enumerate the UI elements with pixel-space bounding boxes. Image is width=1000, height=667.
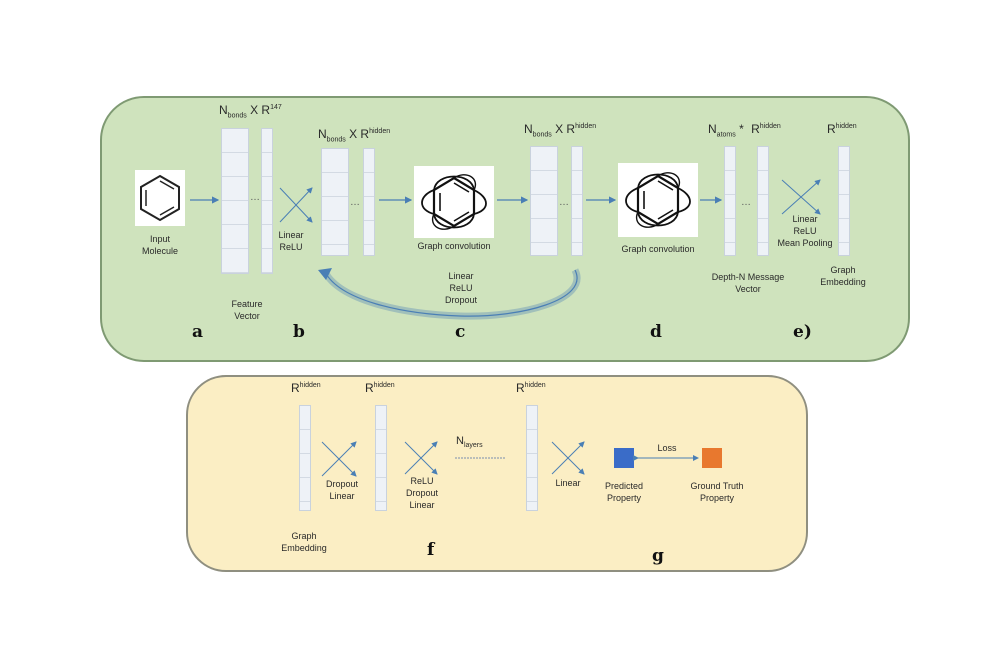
dropout-linear-label: Dropout Linear <box>325 479 359 501</box>
hidden-dim-label-2: Nbonds X Rhidden <box>524 122 597 139</box>
ground-truth-property-label: Ground Truth Property <box>690 481 744 503</box>
bottom-hidden-bar-2 <box>526 405 538 511</box>
skip-connection-arrow <box>321 268 581 320</box>
ground-truth-property-square <box>702 448 722 468</box>
predicted-property-label: Predicted Property <box>604 481 644 503</box>
loss-label: Loss <box>657 443 677 453</box>
bottom-panel <box>186 375 808 572</box>
input-molecule-image <box>135 170 185 226</box>
label-g: g <box>652 546 664 566</box>
cross-arrow-bottom-2 <box>404 441 438 475</box>
label-f: f <box>427 540 435 560</box>
ellipsis: … <box>250 192 260 203</box>
ellipsis: … <box>559 197 569 208</box>
ellipsis: … <box>350 197 360 208</box>
linear-label: Linear <box>555 478 581 488</box>
cross-arrow-e <box>781 179 821 215</box>
label-a: a <box>192 322 204 342</box>
hidden-matrix-1 <box>321 148 349 256</box>
graph-convolution-image-2 <box>618 163 698 237</box>
skip-connection-label: Linear ReLU Dropout <box>444 271 478 305</box>
feature-vector-bar <box>261 128 273 274</box>
input-molecule-label: Input Molecule <box>141 234 179 256</box>
embedding-dim-label: Rhidden <box>827 122 857 136</box>
bottom-hidden-bar-1 <box>375 405 387 511</box>
relu-dropout-linear-label: ReLU Dropout Linear <box>405 476 439 510</box>
hidden-vector-bar-1 <box>363 148 375 256</box>
feature-vector-label: Feature Vector <box>231 299 263 321</box>
cross-arrow-bottom-1 <box>321 441 357 477</box>
hidden-matrix-2 <box>530 146 558 256</box>
hidden-dim-label-1: Nbonds X Rhidden <box>318 127 391 144</box>
predicted-property-square <box>614 448 634 468</box>
graph-embedding-label: Graph Embedding <box>820 265 866 287</box>
feature-dim-label: Nbonds X R147 <box>219 103 282 120</box>
bottom-dim-label-c: Rhidden <box>516 381 546 395</box>
feature-matrix <box>221 128 249 274</box>
linear-relu-label-b: Linear ReLU <box>278 230 304 252</box>
label-e: e) <box>793 322 812 342</box>
bottom-dim-label-b: Rhidden <box>365 381 395 395</box>
bottom-graph-embedding-label: Graph Embedding <box>281 531 327 553</box>
cross-arrow-bottom-3 <box>551 441 585 475</box>
graph-embedding-bar <box>838 146 850 256</box>
ellipsis: … <box>741 197 751 208</box>
bottom-embedding-bar <box>299 405 311 511</box>
label-b: b <box>293 322 305 342</box>
message-vector-bar <box>757 146 769 256</box>
message-matrix <box>724 146 736 256</box>
label-d: d <box>650 322 662 342</box>
hidden-vector-bar-2 <box>571 146 583 256</box>
pooling-label: Linear ReLU Mean Pooling <box>777 214 833 248</box>
nlayers-label: Nlayers <box>456 435 483 450</box>
graph-convolution-image-1 <box>414 166 494 238</box>
bottom-dim-label-a: Rhidden <box>291 381 321 395</box>
label-c: c <box>455 322 466 342</box>
cross-arrow-b <box>279 187 313 223</box>
graph-convolution-label-2: Graph convolution <box>621 244 695 254</box>
graph-convolution-label-1: Graph convolution <box>417 241 491 251</box>
atoms-dim-label: Natoms * Rhidden <box>708 122 781 139</box>
message-vector-label: Depth-N Message Vector <box>711 272 785 294</box>
